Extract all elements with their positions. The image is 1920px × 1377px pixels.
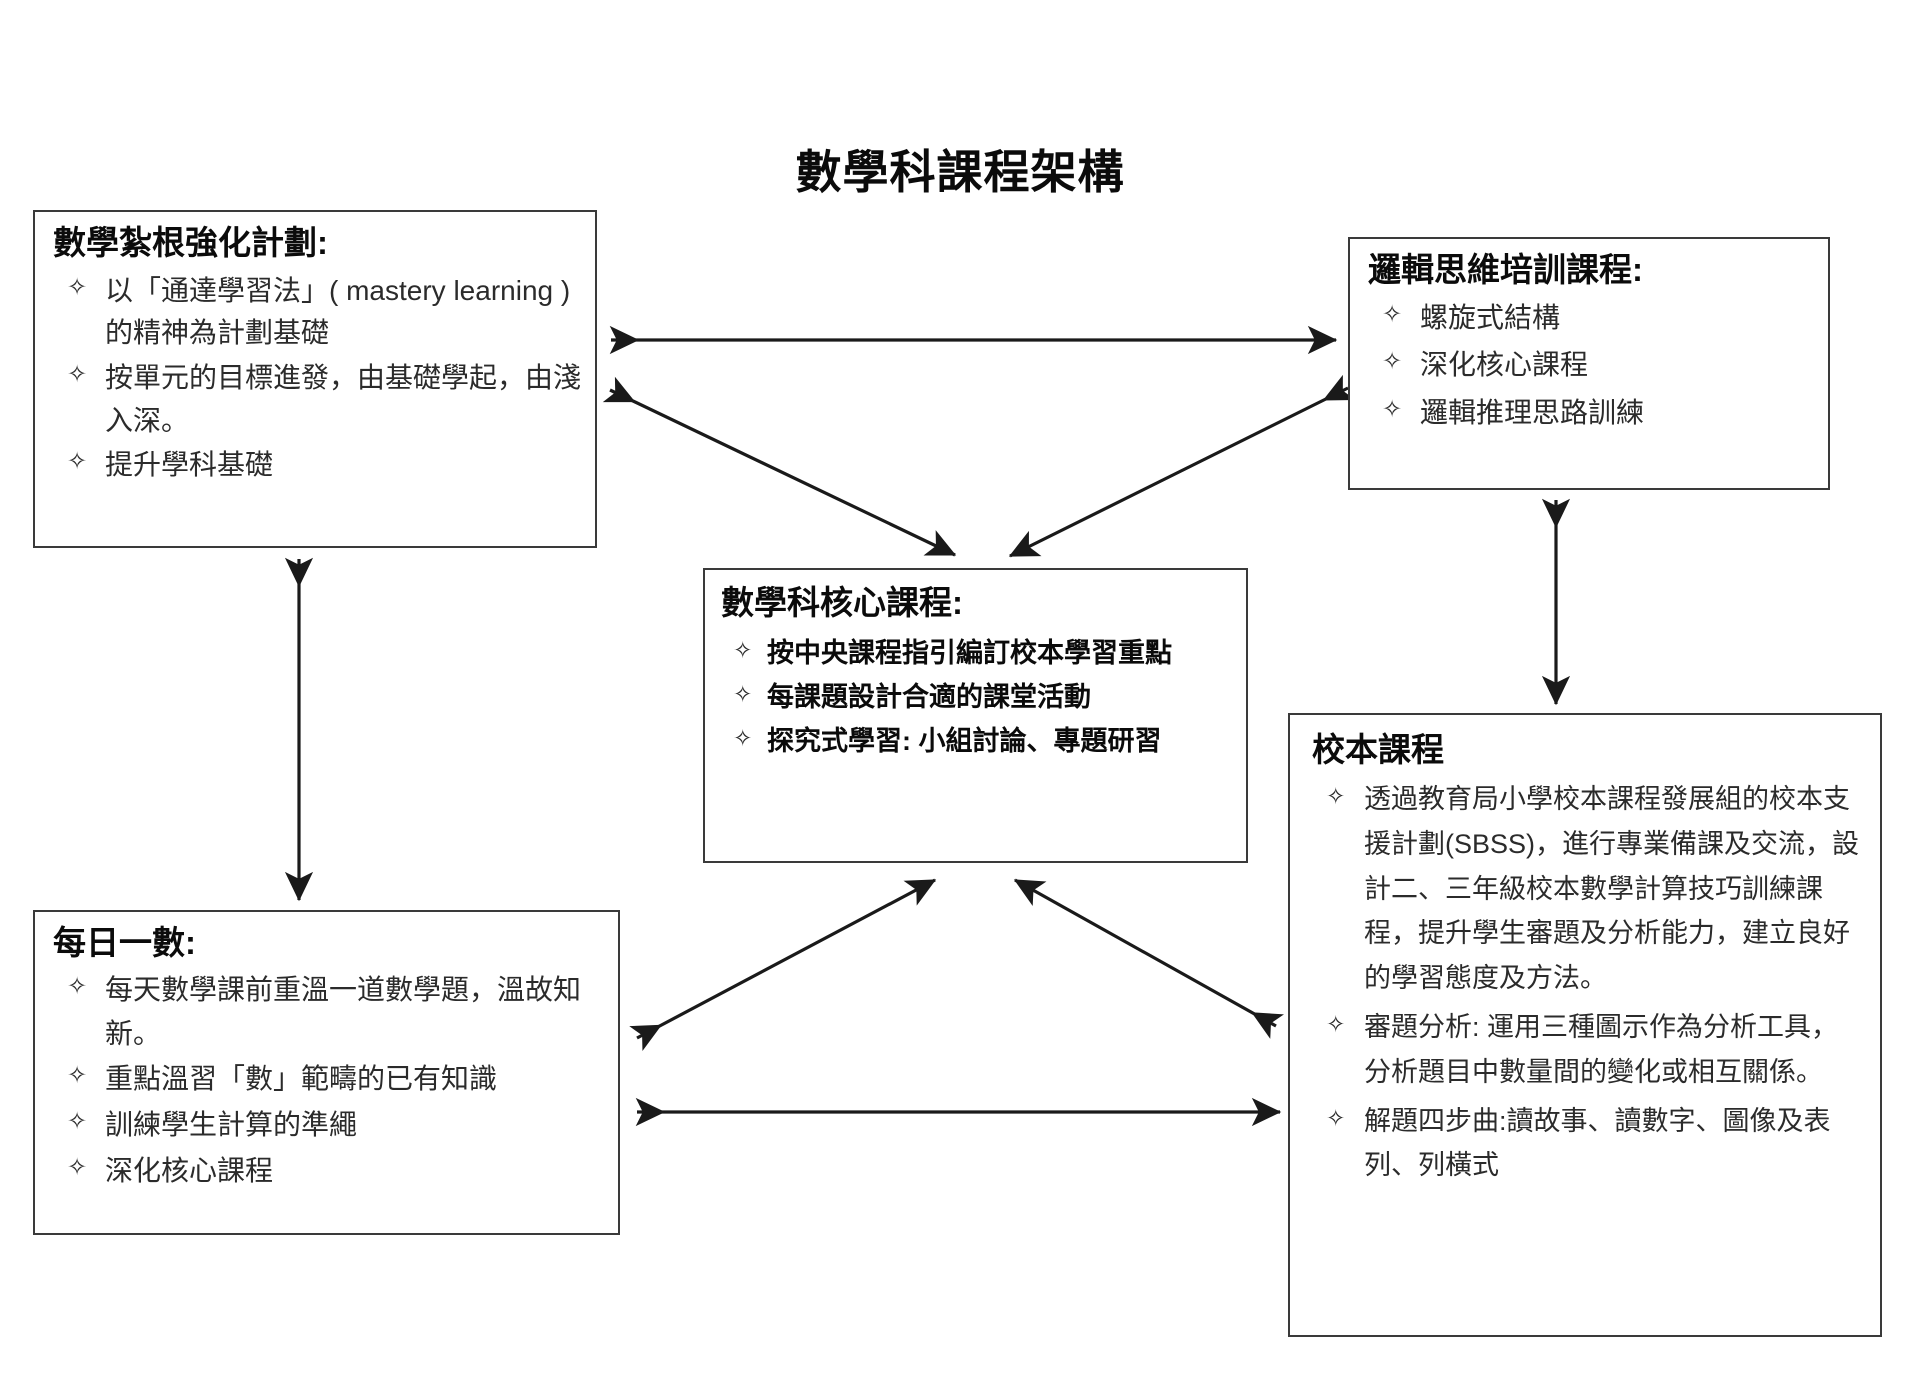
- diamond-bullet-icon: ✧: [67, 361, 88, 389]
- box-school-based-content: 校本課程 ✧ 透過教育局小學校本課程發展組的校本支援計劃(SBSS)，進行專業備…: [1290, 715, 1880, 1202]
- list-item-text: 深化核心課程: [1420, 349, 1589, 381]
- connector-logic-training-to-core-curriculum: [1008, 374, 1356, 558]
- box-school-based-title: 校本課程: [1312, 731, 1444, 768]
- diamond-bullet-icon: ✧: [1326, 1011, 1346, 1037]
- connector-school-based-to-core-curriculum: [1013, 878, 1284, 1039]
- list-item: ✧ 訓練學生計算的準繩: [53, 1103, 604, 1147]
- box-core-curriculum-content: 數學科核心課程: ✧ 按中央課程指引編訂校本學習重點 ✧ 每課題設計合適的課堂活…: [705, 570, 1246, 774]
- list-item: ✧ 按單元的目標進發，由基礎學起，由淺入深。: [53, 357, 581, 442]
- box-logic-training-title: 邏輯思維培訓課程:: [1368, 251, 1643, 288]
- list-item-text: 每天數學課前重溫一道數學題，溫故知新。: [105, 973, 582, 1049]
- box-math-foundation[interactable]: 數學紮根強化計劃: ✧ 以「通達學習法」( mastery learning )…: [33, 210, 597, 548]
- diamond-bullet-icon: ✧: [67, 273, 88, 301]
- diamond-bullet-icon: ✧: [733, 636, 753, 663]
- diamond-bullet-icon: ✧: [733, 725, 753, 752]
- list-item: ✧ 探究式學習: 小組討論、專題研習: [721, 720, 1232, 762]
- list-item: ✧ 重點溫習「數」範疇的已有知識: [53, 1057, 604, 1101]
- diamond-bullet-icon: ✧: [1382, 348, 1403, 376]
- box-daily-math-title: 每日一數:: [53, 924, 196, 961]
- list-item-text: 審題分析: 運用三種圖示作為分析工具，分析題目中數量間的變化或相互關係。: [1364, 1012, 1839, 1087]
- list-item: ✧ 每課題設計合適的課堂活動: [721, 676, 1232, 718]
- list-item-text: 螺旋式結構: [1420, 301, 1561, 333]
- list-item-text: 深化核心課程: [105, 1154, 274, 1186]
- list-item-text: 以「通達學習法」( mastery learning ) 的精神為計劃基礎: [105, 274, 571, 349]
- list-item-text: 解題四步曲:讀故事、讀數字、圖像及表列、列橫式: [1364, 1105, 1831, 1181]
- box-math-foundation-bullet-list: ✧ 以「通達學習法」( mastery learning ) 的精神為計劃基礎 …: [53, 270, 581, 487]
- list-item: ✧ 深化核心課程: [53, 1149, 604, 1193]
- box-logic-training-bullet-list: ✧ 螺旋式結構 ✧ 深化核心課程 ✧ 邏輯推理思路訓練: [1368, 295, 1814, 435]
- page-title: 數學科課程架構: [795, 146, 1125, 198]
- box-daily-math-bullet-list: ✧ 每天數學課前重溫一道數學題，溫故知新。 ✧ 重點溫習「數」範疇的已有知識 ✧…: [53, 968, 604, 1192]
- diamond-bullet-icon: ✧: [1382, 300, 1403, 328]
- list-item-text: 提升學科基礎: [105, 449, 274, 481]
- box-daily-math-content: 每日一數: ✧ 每天數學課前重溫一道數學題，溫故知新。 ✧ 重點溫習「數」範疇的…: [35, 912, 618, 1204]
- list-item-text: 邏輯推理思路訓練: [1420, 396, 1645, 428]
- diamond-bullet-icon: ✧: [67, 1062, 88, 1090]
- diamond-bullet-icon: ✧: [67, 972, 88, 1000]
- box-core-curriculum[interactable]: 數學科核心課程: ✧ 按中央課程指引編訂校本學習重點 ✧ 每課題設計合適的課堂活…: [703, 568, 1248, 863]
- box-core-curriculum-title: 數學科核心課程:: [721, 584, 963, 621]
- diamond-bullet-icon: ✧: [1326, 1104, 1346, 1131]
- diamond-bullet-icon: ✧: [67, 1153, 88, 1181]
- list-item: ✧ 深化核心課程: [1368, 342, 1814, 387]
- list-item-text: 訓練學生計算的準繩: [105, 1108, 358, 1140]
- list-item-text: 透過教育局小學校本課程發展組的校本支援計劃(SBSS)，進行專業備課及交流，設計…: [1364, 783, 1860, 994]
- list-item: ✧ 以「通達學習法」( mastery learning ) 的精神為計劃基礎: [53, 270, 581, 355]
- box-logic-training-content: 邏輯思維培訓課程: ✧ 螺旋式結構 ✧ 深化核心課程 ✧ 邏輯推理思路訓練: [1350, 239, 1828, 447]
- list-item: ✧ 邏輯推理思路訓練: [1368, 390, 1814, 435]
- list-item: ✧ 提升學科基礎: [53, 444, 581, 487]
- connector-math-foundation-to-core-curriculum: [602, 376, 957, 557]
- box-math-foundation-content: 數學紮根強化計劃: ✧ 以「通達學習法」( mastery learning )…: [35, 212, 595, 499]
- connector-daily-math-to-core-curriculum: [629, 878, 937, 1052]
- box-logic-training[interactable]: 邏輯思維培訓課程: ✧ 螺旋式結構 ✧ 深化核心課程 ✧ 邏輯推理思路訓練: [1348, 237, 1830, 490]
- list-item-text: 按中央課程指引編訂校本學習重點: [767, 637, 1172, 668]
- diamond-bullet-icon: ✧: [67, 1107, 88, 1135]
- list-item: ✧ 解題四步曲:讀故事、讀數字、圖像及表列、列橫式: [1312, 1099, 1864, 1189]
- box-daily-math[interactable]: 每日一數: ✧ 每天數學課前重溫一道數學題，溫故知新。 ✧ 重點溫習「數」範疇的…: [33, 910, 620, 1235]
- diamond-bullet-icon: ✧: [1326, 782, 1346, 809]
- box-school-based[interactable]: 校本課程 ✧ 透過教育局小學校本課程發展組的校本支援計劃(SBSS)，進行專業備…: [1288, 713, 1882, 1337]
- list-item-text: 探究式學習: 小組討論、專題研習: [767, 726, 1162, 757]
- list-item-text: 重點溫習「數」範疇的已有知識: [105, 1063, 498, 1095]
- list-item: ✧ 審題分析: 運用三種圖示作為分析工具，分析題目中數量間的變化或相互關係。: [1312, 1005, 1864, 1095]
- list-item: ✧ 每天數學課前重溫一道數學題，溫故知新。: [53, 968, 604, 1055]
- diamond-bullet-icon: ✧: [1382, 395, 1403, 423]
- box-math-foundation-title: 數學紮根強化計劃:: [53, 224, 328, 261]
- list-item: ✧ 透過教育局小學校本課程發展組的校本支援計劃(SBSS)，進行專業備課及交流，…: [1312, 777, 1864, 1001]
- box-school-based-bullet-list: ✧ 透過教育局小學校本課程發展組的校本支援計劃(SBSS)，進行專業備課及交流，…: [1312, 777, 1864, 1188]
- diamond-bullet-icon: ✧: [733, 681, 753, 708]
- list-item-text: 每課題設計合適的課堂活動: [767, 682, 1091, 713]
- list-item-text: 按單元的目標進發，由基礎學起，由淺入深。: [105, 362, 582, 436]
- box-core-curriculum-bullet-list: ✧ 按中央課程指引編訂校本學習重點 ✧ 每課題設計合適的課堂活動 ✧ 探究式學習…: [721, 632, 1232, 762]
- diamond-bullet-icon: ✧: [67, 448, 88, 476]
- list-item: ✧ 螺旋式結構: [1368, 295, 1814, 340]
- list-item: ✧ 按中央課程指引編訂校本學習重點: [721, 632, 1232, 674]
